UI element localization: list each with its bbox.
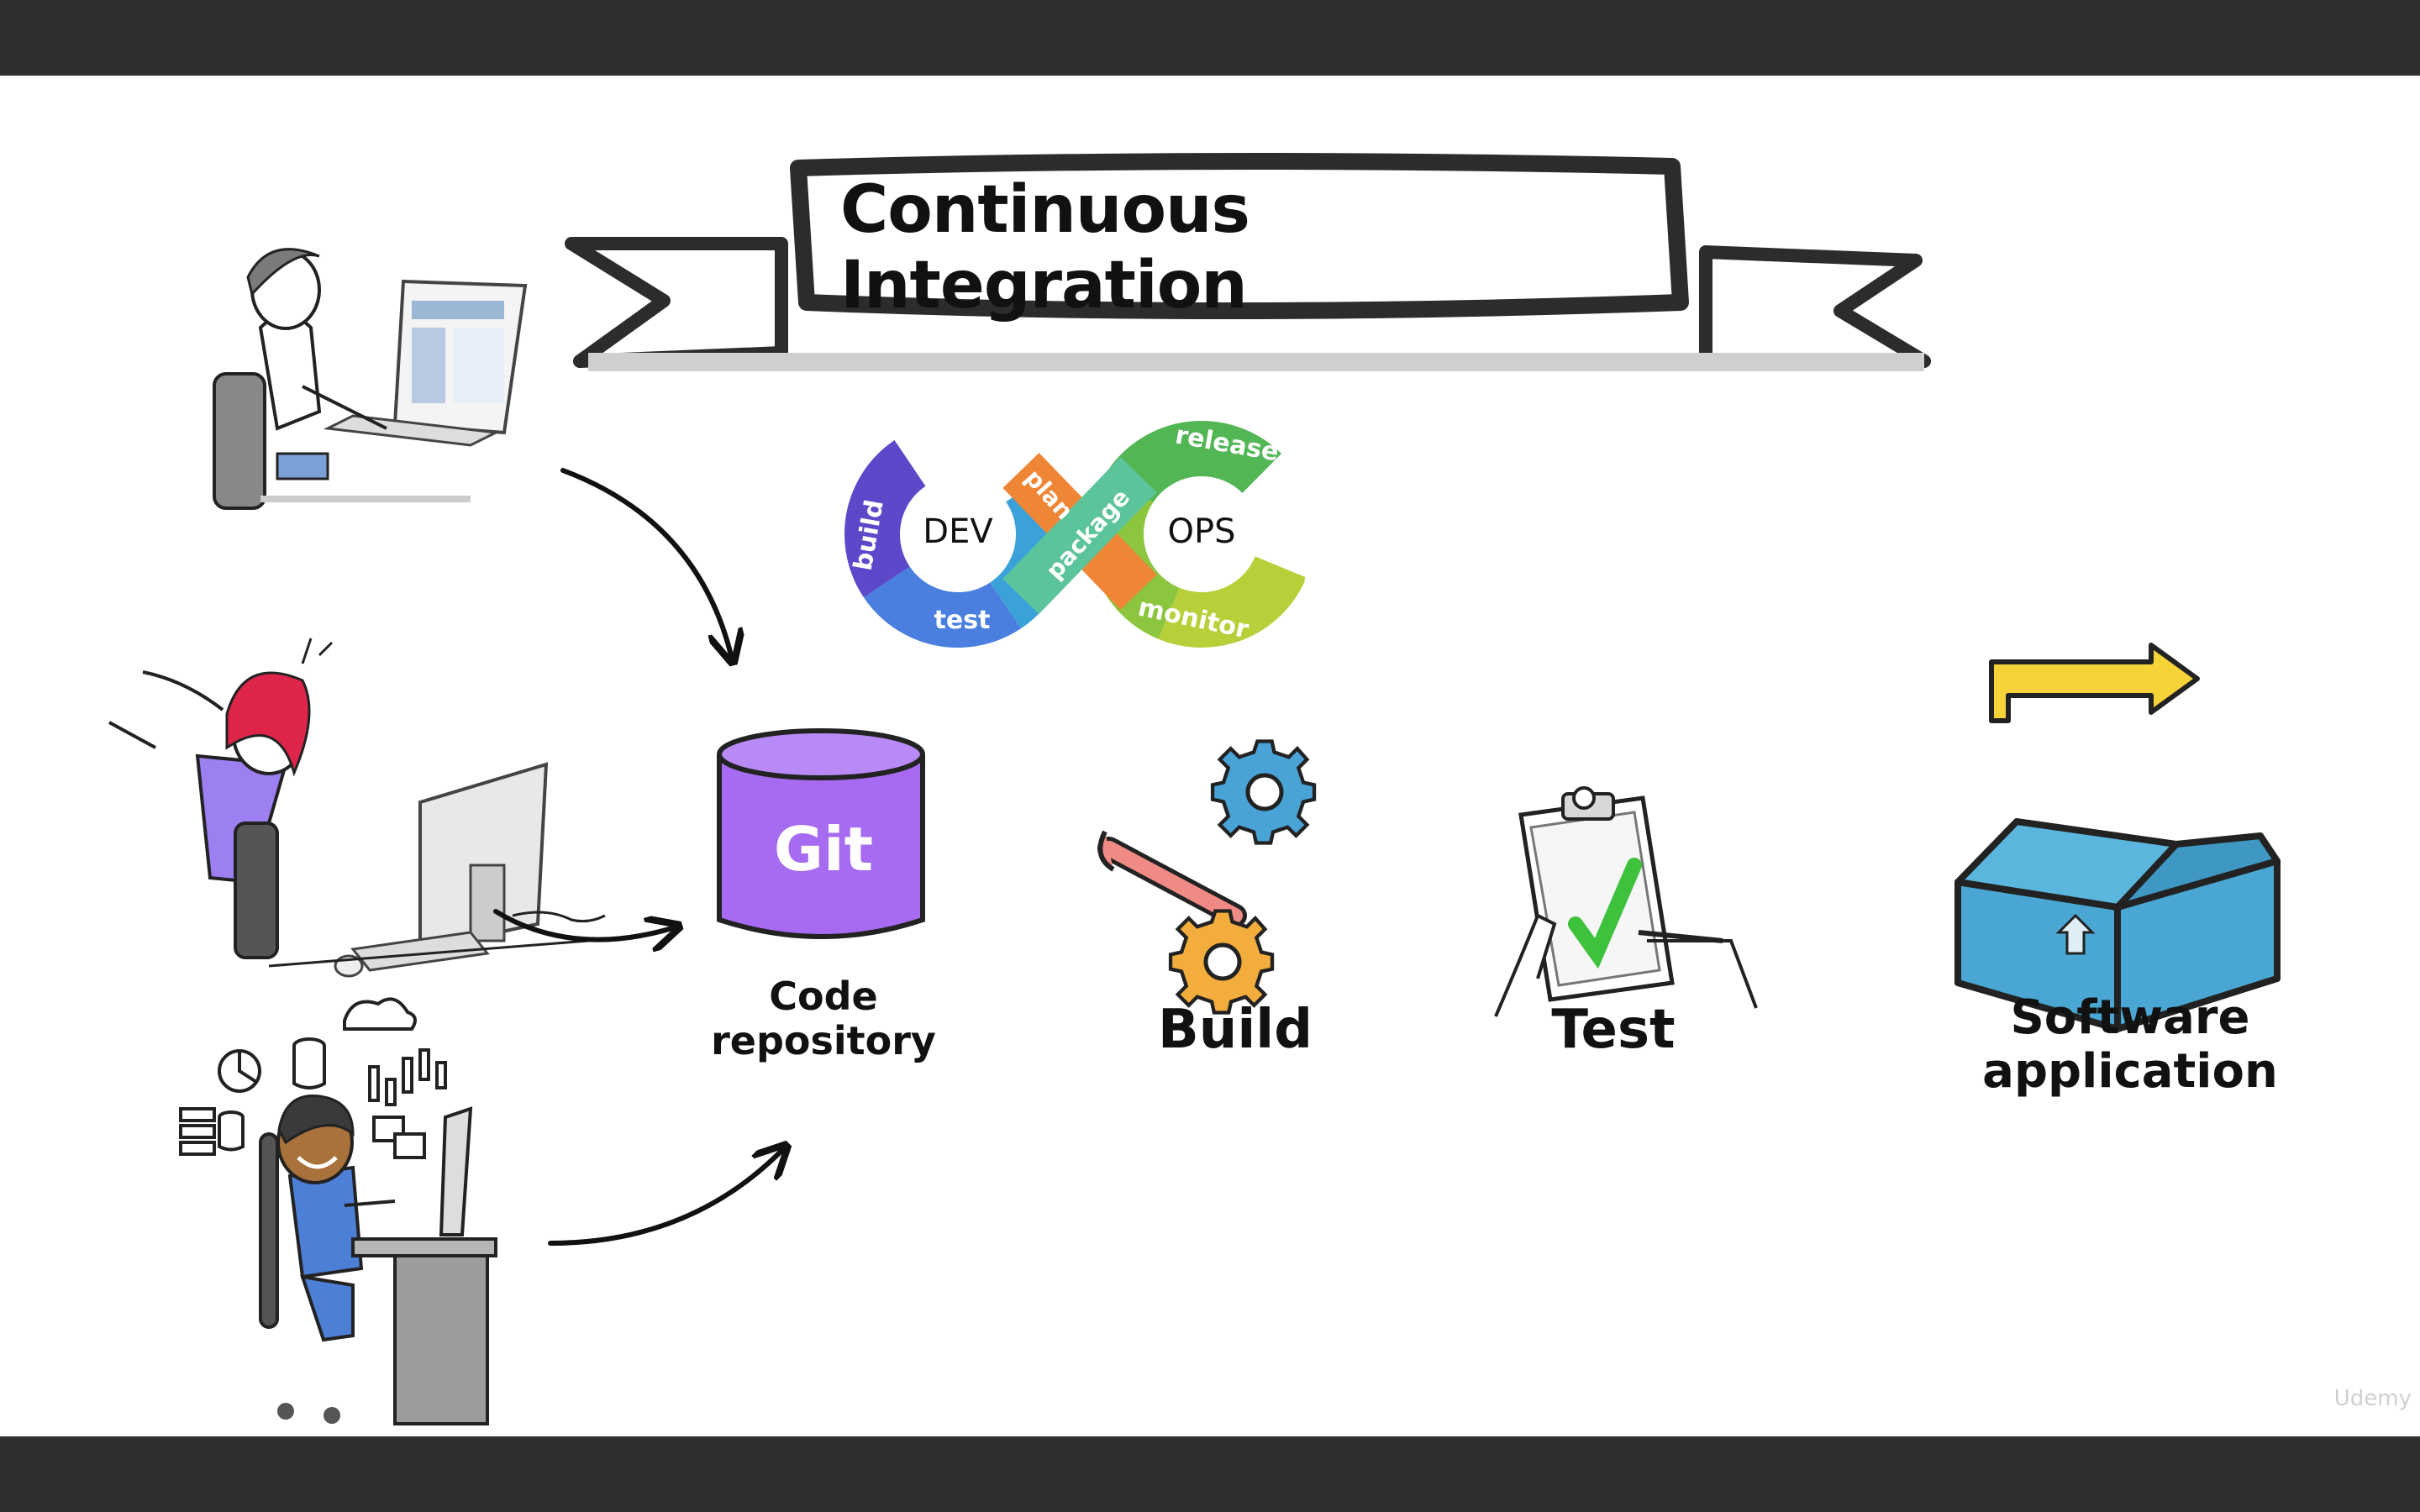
arrow-dev2-to-repo: [493, 909, 672, 940]
arrow-dev3-to-repo: [548, 1151, 781, 1246]
stressed-developer-illustration: [108, 638, 606, 978]
devops-stage-test: test: [934, 606, 991, 635]
git-repository-cylinder: [717, 728, 925, 939]
flow-arrows: [493, 468, 781, 1246]
data-developer-illustration: [179, 997, 497, 1425]
developer-laptop-illustration: [213, 248, 528, 510]
blue-gear-icon: [1210, 739, 1317, 845]
devops-ops-label: OPS: [1167, 512, 1236, 551]
upload-arrow-icon: [2055, 913, 2096, 955]
diagram-art: [108, 152, 2281, 1425]
test-clipboard-illustration: [1494, 786, 1758, 1017]
software-application-label-line2: application: [1982, 1044, 2278, 1100]
code-repository-label: Code repository: [689, 974, 958, 1063]
udemy-watermark: Udemy: [2333, 1386, 2412, 1411]
software-application-label-line1: Software: [2010, 990, 2250, 1045]
code-repository-label-line1: Code: [769, 974, 878, 1019]
top-letterbox-bar: [0, 0, 2420, 76]
slide: Continuous Integration DEV OPS code buil…: [0, 76, 2420, 1436]
code-repository-label-line2: repository: [711, 1017, 936, 1063]
diagram-stage: Continuous Integration DEV OPS code buil…: [0, 76, 2420, 1436]
devops-dev-label: DEV: [923, 512, 993, 551]
title-banner: [565, 152, 1931, 371]
orange-gear-icon: [1168, 909, 1275, 1015]
slide-title: Continuous Integration: [840, 172, 1250, 323]
software-box-illustration: [1954, 643, 2281, 1032]
software-application-label: Software application: [1966, 990, 2294, 1100]
git-logo-text: Git: [773, 814, 874, 885]
test-label: Test: [1551, 999, 1676, 1061]
arrow-right-icon: [1989, 643, 2200, 723]
build-label: Build: [1157, 999, 1313, 1061]
bottom-letterbox-bar: [0, 1436, 2420, 1512]
devops-stage-code: code: [923, 429, 992, 459]
arrow-dev1-to-repo: [560, 468, 731, 655]
check-icon: [1568, 858, 1642, 969]
build-gears-illustration: [1097, 739, 1317, 1015]
devops-infinity-loop: [844, 421, 1315, 648]
